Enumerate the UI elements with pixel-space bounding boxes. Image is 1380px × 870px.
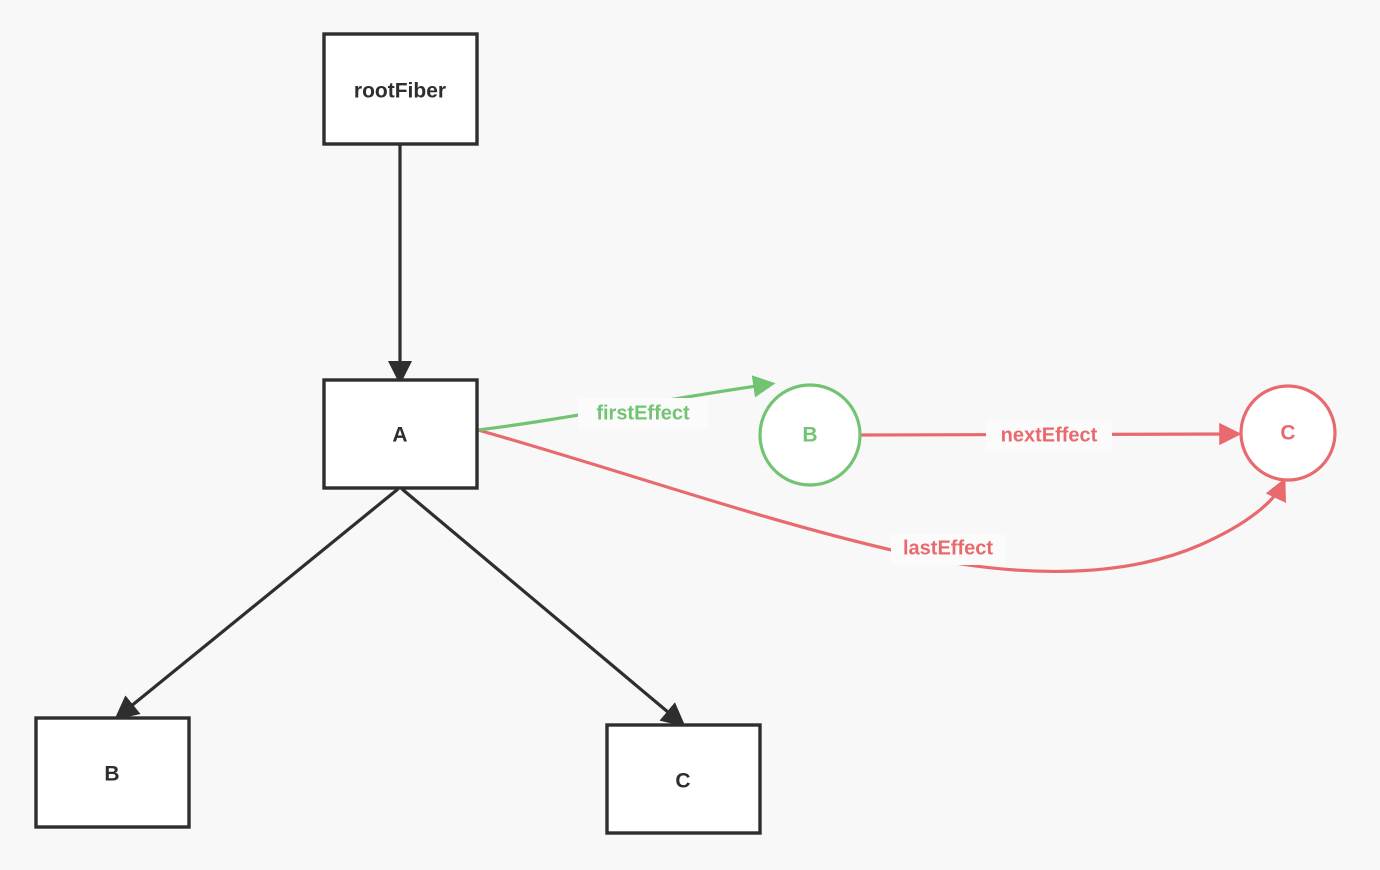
box-a-rect[interactable]	[322, 378, 479, 490]
next-effect-label: nextEffect	[1001, 424, 1098, 446]
box-a-label: A	[392, 424, 407, 447]
box-c-label: C	[675, 770, 690, 793]
edge-a-to-box-c	[400, 487, 686, 727]
node-box-c[interactable]: C	[605, 723, 762, 835]
circle-c-shape[interactable]	[1239, 384, 1337, 482]
edge-label-next-effect: nextEffect	[986, 420, 1112, 451]
edge-a-to-box-b	[114, 487, 400, 720]
edge-label-first-effect: firstEffect	[578, 398, 708, 429]
box-b-label: B	[104, 763, 119, 786]
next-effect-label-bg	[986, 420, 1112, 451]
node-root-fiber[interactable]: rootFiber	[322, 32, 479, 146]
node-box-a[interactable]: A	[322, 378, 479, 490]
last-effect-label: lastEffect	[903, 537, 993, 559]
first-effect-label-bg	[578, 398, 708, 429]
circle-b-shape[interactable]	[758, 383, 862, 487]
edge-label-last-effect: lastEffect	[891, 534, 1005, 565]
last-effect-label-bg	[891, 534, 1005, 565]
root-fiber-label: rootFiber	[354, 80, 446, 103]
node-box-b[interactable]: B	[34, 716, 191, 829]
root-fiber-box[interactable]	[322, 32, 479, 146]
edge-last-effect	[477, 428, 1286, 573]
box-b-rect[interactable]	[34, 716, 191, 829]
first-effect-label: firstEffect	[596, 402, 690, 424]
circle-c-label: C	[1280, 422, 1295, 445]
box-c-rect[interactable]	[605, 723, 762, 835]
circle-b-label: B	[802, 424, 817, 447]
node-circle-c[interactable]: C	[1239, 384, 1337, 482]
node-circle-b[interactable]: B	[758, 383, 862, 487]
tree-edges-group	[114, 144, 686, 727]
